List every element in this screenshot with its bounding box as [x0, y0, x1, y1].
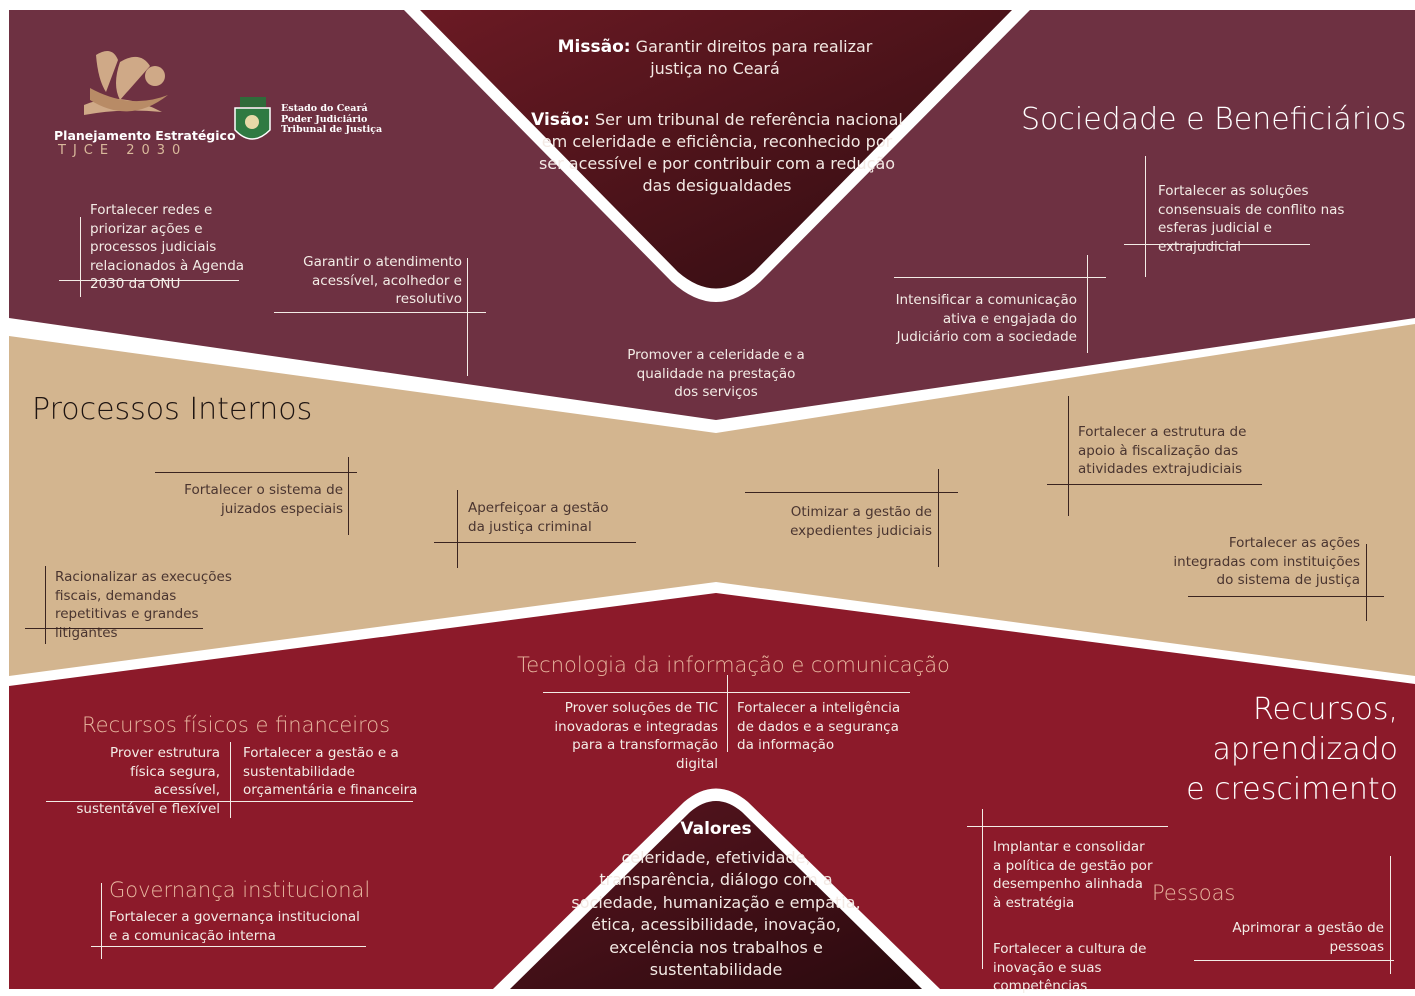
processos-region: [9, 324, 1415, 676]
divider: [1145, 156, 1146, 277]
logo-subtitle: TJCE 2030: [58, 143, 188, 158]
recursos-title: Recursos, aprendizado e crescimento: [1186, 692, 1398, 807]
divider: [80, 217, 81, 297]
sociedade-item-3: Promover a celeridade e a qualidade na p…: [627, 347, 805, 400]
tic-item-1: Prover soluções de TIC inovadoras e inte…: [554, 700, 718, 772]
divider: [46, 801, 413, 802]
tic-title: Tecnologia da informação e comunicação: [517, 653, 950, 677]
vision-text: Ser um tribunal de referência nacional e…: [538, 110, 903, 195]
valores-text: celeridade, efetividade, transparência, …: [571, 847, 861, 980]
divider: [543, 692, 910, 693]
processos-item-6: Fortalecer as ações integradas com insti…: [1173, 535, 1360, 588]
divider: [274, 312, 486, 313]
vision: Visão: Ser um tribunal de referência nac…: [528, 109, 906, 197]
sociedade-item-2: Garantir o atendimento acessível, acolhe…: [303, 254, 462, 307]
mission-label: Missão:: [557, 37, 631, 57]
divider: [1087, 255, 1088, 353]
divider: [101, 883, 102, 959]
divider: [1188, 596, 1384, 597]
court-name: Estado do Ceará Poder Judiciário Tribuna…: [281, 103, 383, 136]
divider: [457, 490, 458, 568]
sociedade-title: Sociedade e Beneficiários: [1021, 102, 1407, 137]
vision-label: Visão:: [531, 110, 590, 130]
pessoas-title: Pessoas: [1152, 881, 1236, 905]
fisicos-title: Recursos físicos e financeiros: [82, 713, 391, 737]
processos-item-2: Racionalizar as execuções fiscais, deman…: [55, 569, 232, 641]
court-line-1: Estado do Ceará: [281, 103, 368, 114]
divider: [1124, 244, 1310, 245]
sociedade-item-4: Intensificar a comunicação ativa e engaj…: [895, 292, 1077, 345]
tic-item-2: Fortalecer a inteligência de dados e a s…: [737, 700, 901, 753]
divider: [467, 258, 468, 376]
divider: [1390, 856, 1391, 974]
divider: [230, 742, 231, 818]
court-line-2: Poder Judiciário: [281, 113, 368, 125]
divider: [938, 469, 939, 567]
ceara-coat-of-arms: [234, 97, 271, 140]
valores-title: Valores: [680, 819, 752, 839]
divider: [1068, 396, 1069, 516]
divider: [967, 826, 1168, 827]
tjce-emblem: [84, 51, 168, 115]
fisicos-item-1: Prover estrutura física segura, acessíve…: [76, 745, 220, 817]
governanca-item-1: Fortalecer a governança institucional e …: [109, 909, 360, 944]
divider: [155, 472, 357, 473]
pessoas-item-2: Fortalecer a cultura de inovação e suas …: [993, 941, 1147, 994]
processos-item-3: Aperfeiçoar a gestão da justiça criminal: [468, 500, 609, 535]
logo-title: Planejamento Estratégico: [54, 128, 236, 143]
divider: [727, 675, 728, 752]
divider: [894, 277, 1106, 278]
divider: [348, 457, 349, 535]
divider: [1366, 544, 1367, 621]
mission-shape: [420, 10, 1012, 289]
fisicos-item-2: Fortalecer a gestão e a sustentabilidade…: [243, 745, 418, 798]
divider: [45, 566, 46, 644]
processos-title: Processos Internos: [32, 392, 313, 427]
divider: [59, 280, 239, 281]
mission: Missão: Garantir direitos para realizar …: [545, 36, 885, 80]
valores: Valores celeridade, efetividade, transpa…: [570, 818, 862, 982]
governanca-title: Governança institucional: [109, 878, 371, 902]
processos-item-4: Otimizar a gestão de expedientes judicia…: [790, 504, 932, 539]
pessoas-item-3: Aprimorar a gestão de pessoas: [1232, 920, 1384, 955]
divider: [745, 492, 958, 493]
divider: [25, 628, 203, 629]
divider: [1047, 484, 1262, 485]
processos-item-5: Fortalecer a estrutura de apoio à fiscal…: [1078, 424, 1247, 477]
divider: [434, 542, 636, 543]
divider: [91, 946, 366, 947]
court-line-3: Tribunal de Justiça: [281, 124, 383, 135]
mission-text: Garantir direitos para realizar justiça …: [635, 37, 873, 78]
sociedade-item-5: Fortalecer as soluções consensuais de co…: [1158, 183, 1345, 255]
processos-item-1: Fortalecer o sistema de juizados especia…: [184, 482, 343, 517]
valores-shape: [510, 801, 922, 989]
pessoas-item-1: Implantar e consolidar a política de ges…: [993, 839, 1153, 911]
divider: [982, 809, 983, 969]
divider: [1194, 960, 1394, 961]
